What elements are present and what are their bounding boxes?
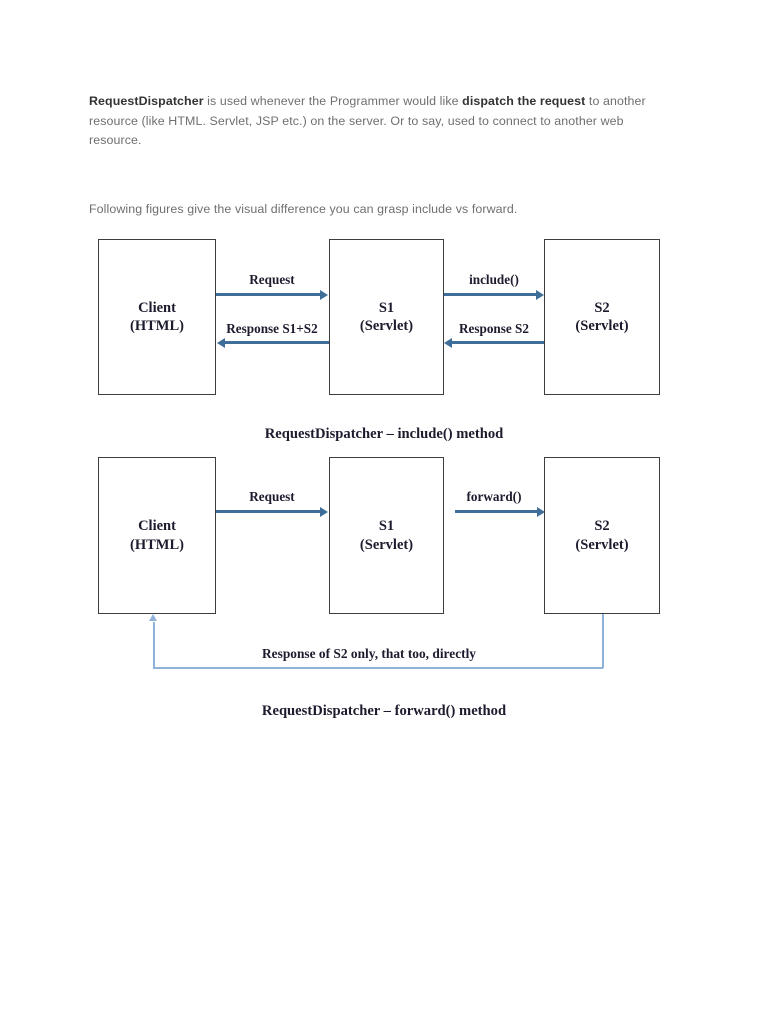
include-arrow-label-response-s1-s2: Response S1+S2 <box>226 321 318 336</box>
forward-return-path-label: Response of S2 only, that too, directly <box>256 646 483 662</box>
forward-node-s2-line1: S2 <box>594 518 610 534</box>
include-node-client-line2: (HTML) <box>130 318 184 334</box>
include-arrow-label-request: Request <box>249 272 295 287</box>
figures-intro-paragraph: Following figures give the visual differ… <box>89 202 518 216</box>
forward-node-client-line2: (HTML) <box>130 536 184 553</box>
forward-node-s2-line2: (Servlet) <box>575 536 629 553</box>
forward-node-s2: S2 (Servlet) <box>544 457 660 614</box>
diagram-include-method: Client (HTML) S1 (Servlet) S2 (Servlet) … <box>0 0 768 450</box>
include-diagram-caption: RequestDispatcher – include() method <box>264 426 504 442</box>
forward-arrow-s1-to-s2 <box>455 510 537 514</box>
include-arrow-label-include: include() <box>469 272 519 287</box>
forward-return-path-left-segment <box>153 622 155 668</box>
include-node-s1-line1: S1 <box>378 299 395 316</box>
diagram-forward-method: Client (HTML) S1 (Servlet) S2 (Servlet) … <box>0 0 768 740</box>
forward-return-path-bottom-segment <box>153 667 603 669</box>
forward-node-client: Client (HTML) <box>98 457 216 614</box>
intro-paragraph: RequestDispatcher is used whenever the P… <box>89 92 655 151</box>
forward-node-s1: S1 (Servlet) <box>329 457 444 614</box>
forward-node-client-line1: Client <box>138 518 176 534</box>
include-node-s1: S1 (Servlet) <box>329 239 444 395</box>
include-node-client-line1: Client <box>138 299 176 316</box>
forward-arrow-label-request: Request <box>249 489 295 504</box>
include-arrow-s1-to-client <box>225 341 329 345</box>
forward-arrow-client-to-s1 <box>216 510 320 514</box>
forward-node-s1-line1: S1 <box>378 518 395 534</box>
include-arrow-client-to-s1 <box>216 293 320 297</box>
forward-node-s1-line2: (Servlet) <box>359 536 414 553</box>
intro-bold-lead: RequestDispatcher <box>89 94 204 108</box>
include-arrow-s1-to-s2 <box>444 293 536 297</box>
forward-arrow-label-forward: forward() <box>466 489 522 504</box>
include-node-s2-line2: (Servlet) <box>575 318 629 334</box>
include-node-s1-line2: (Servlet) <box>359 318 414 334</box>
forward-return-path-right-segment <box>602 614 604 668</box>
forward-return-path-arrowhead-icon <box>149 614 157 621</box>
include-arrow-label-response-s2: Response S2 <box>459 321 529 336</box>
include-node-s2: S2 (Servlet) <box>544 239 660 395</box>
intro-text-1: is used whenever the Programmer would li… <box>203 94 463 108</box>
intro-text-2: to another resource (like HTML. Servlet,… <box>89 94 646 147</box>
forward-diagram-caption: RequestDispatcher – forward() method <box>261 703 507 719</box>
intro-bold-mid: dispatch the request <box>462 94 586 108</box>
include-node-client: Client (HTML) <box>98 239 216 395</box>
include-node-s2-line1: S2 <box>594 299 610 316</box>
include-arrow-s2-to-s1 <box>452 341 544 345</box>
